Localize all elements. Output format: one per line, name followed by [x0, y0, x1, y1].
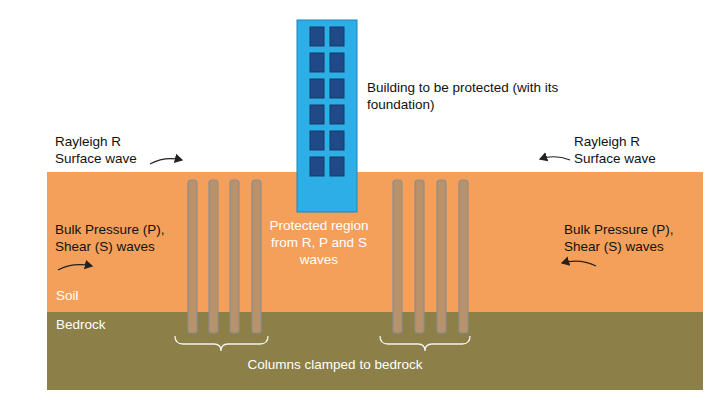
soil-fill: [47, 172, 703, 312]
region-label: Protected region from R, P and S waves: [266, 218, 372, 269]
bedrock-band: Bedrock: [47, 312, 703, 390]
band-label: Bedrock: [56, 317, 106, 334]
building-label: Building to be protected (with its found…: [367, 80, 567, 114]
columns-label: Columns clamped to bedrock: [200, 357, 470, 374]
brackets: [175, 336, 470, 351]
band-label: Soil: [56, 288, 79, 305]
building: [297, 20, 357, 212]
bedrock-fill: [47, 312, 703, 390]
wave-label: Bulk Pressure (P), Shear (S) waves: [55, 222, 183, 256]
wave-label: Rayleigh R Surface wave: [55, 134, 155, 168]
wave-label: Rayleigh R Surface wave: [574, 134, 684, 168]
wave-label: Bulk Pressure (P), Shear (S) waves: [564, 222, 699, 256]
